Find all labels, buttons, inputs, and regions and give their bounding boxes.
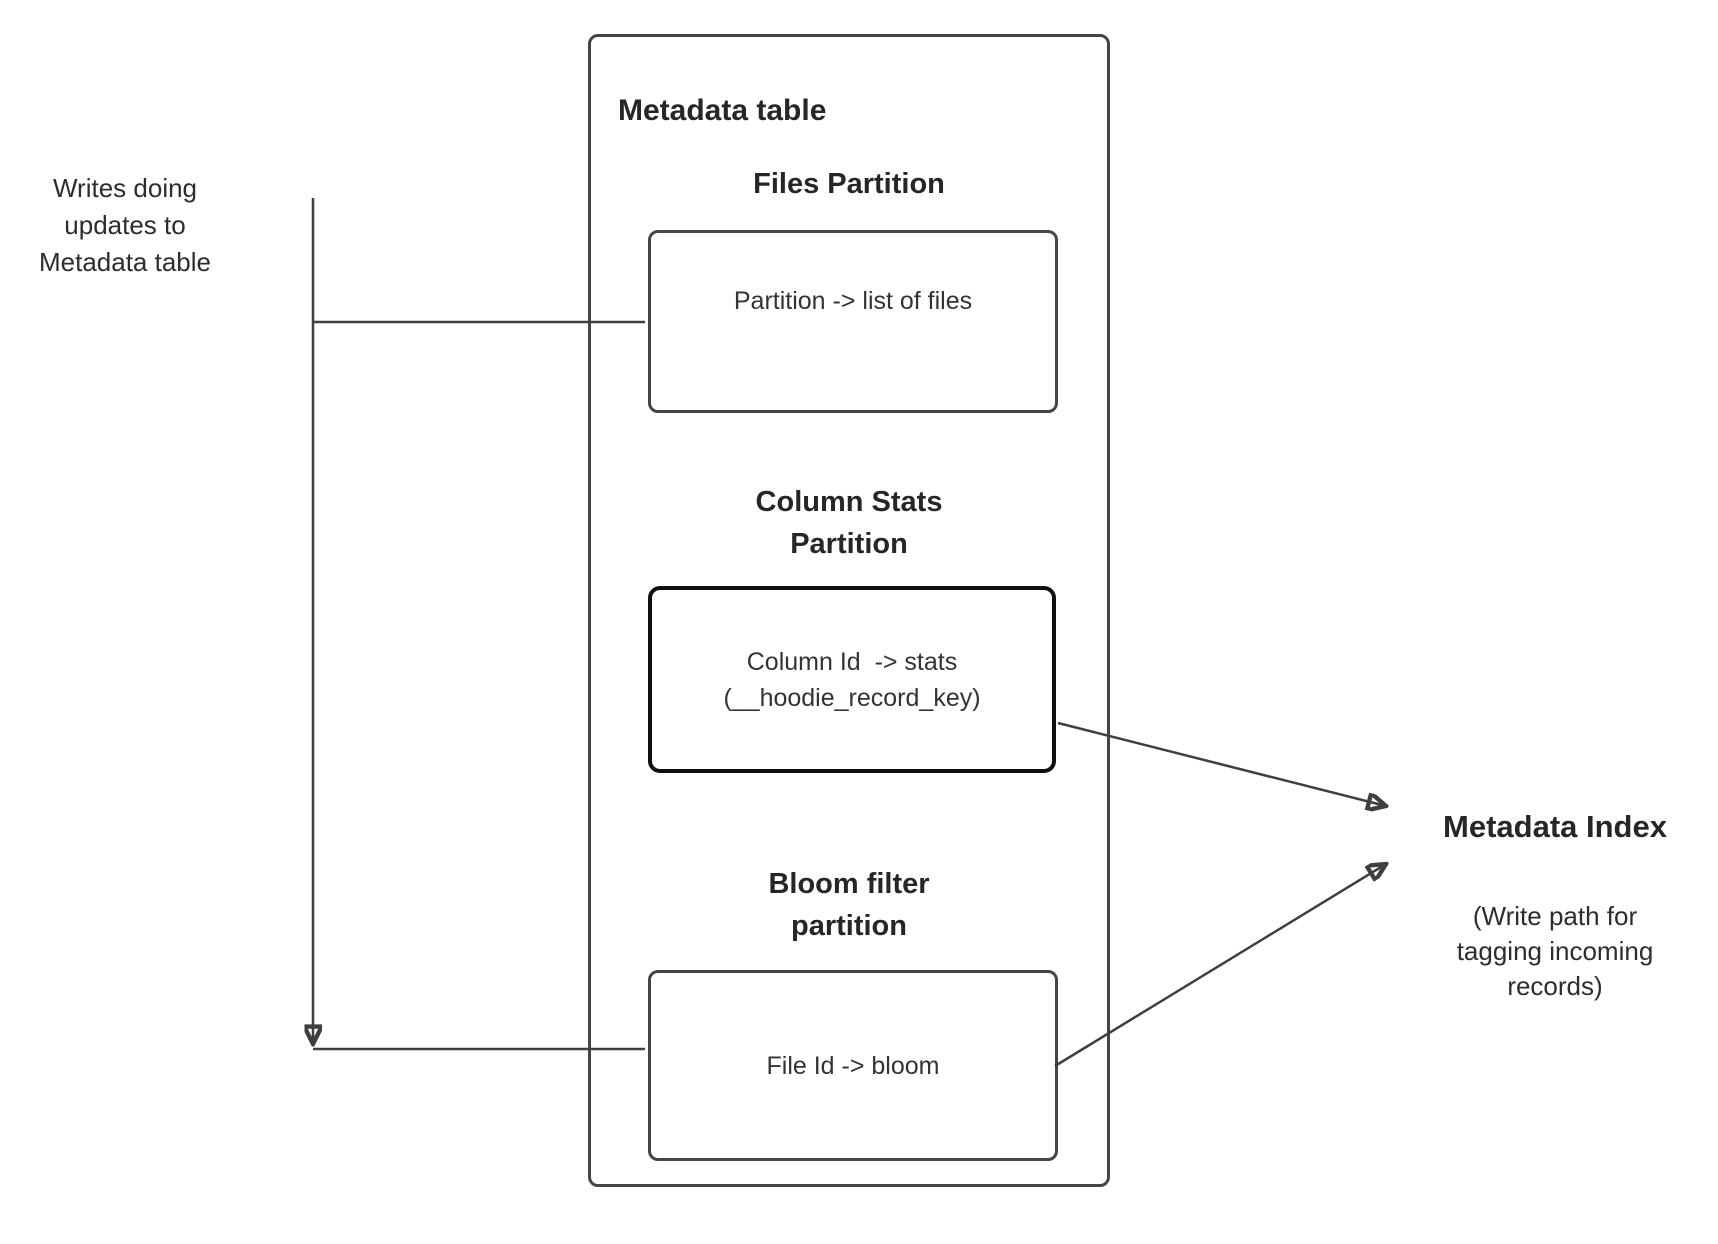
column-stats-partition-heading: Column Stats Partition: [755, 486, 943, 560]
column-stats-partition-box: Column Id -> stats (__hoodie_record_key): [648, 586, 1056, 773]
metadata-table-title: Metadata table: [618, 94, 827, 127]
files-partition-box: Partition -> list of files: [648, 230, 1058, 413]
metadata-index-title: Metadata Index: [1443, 809, 1667, 844]
column-stats-mapping: Column Id -> stats (__hoodie_record_key): [723, 647, 981, 712]
metadata-index-subtitle: (Write path for tagging incoming records…: [1456, 901, 1654, 1001]
files-partition-heading: Files Partition: [753, 168, 945, 200]
bloom-filter-mapping: File Id -> bloom: [766, 1051, 940, 1080]
metadata-table-container: Metadata table Files Partition Partition…: [588, 34, 1110, 1187]
files-partition-mapping: Partition -> list of files: [733, 286, 973, 315]
bloom-filter-partition-heading: Bloom filter partition: [768, 868, 930, 942]
writes-updates-label: Writes doing updates to Metadata table: [38, 173, 211, 277]
bloom-filter-partition-box: File Id -> bloom: [648, 970, 1058, 1161]
